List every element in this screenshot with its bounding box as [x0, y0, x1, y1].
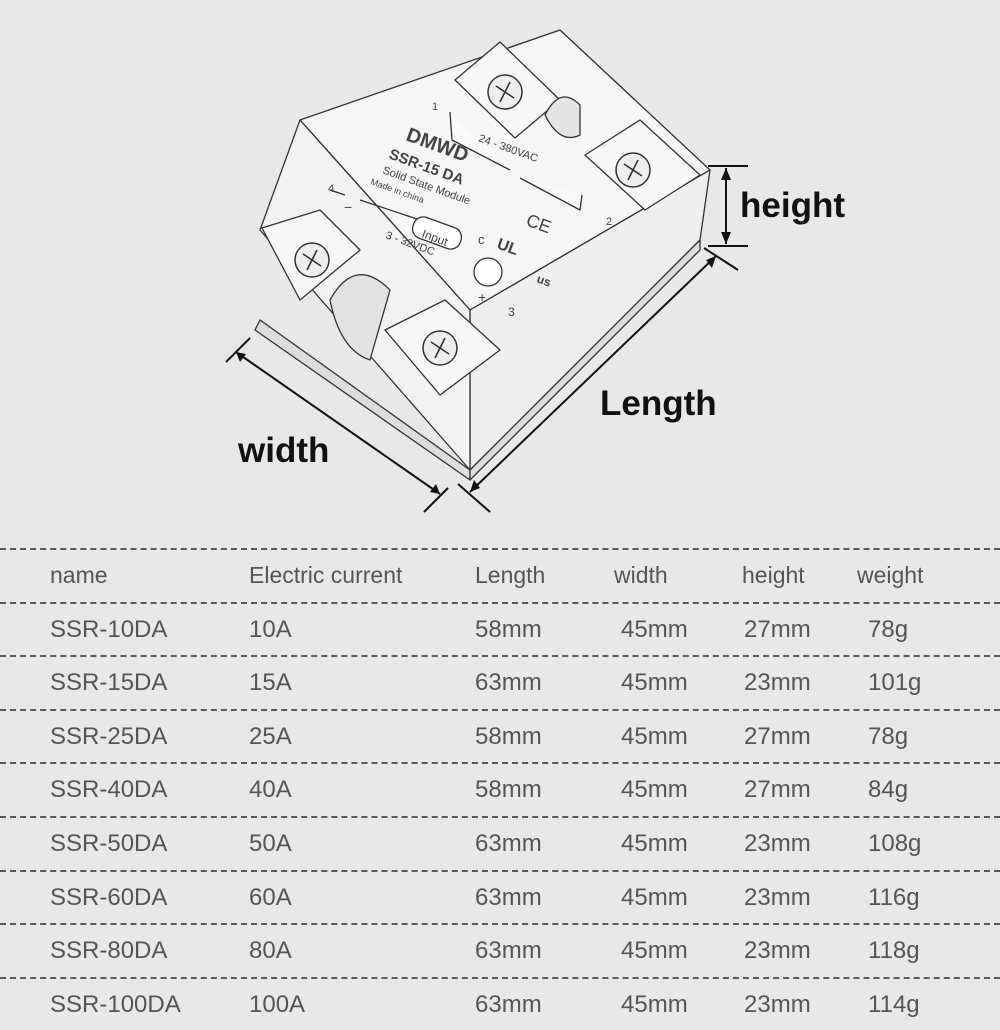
table-row: SSR-100DA 100A 63mm 45mm 23mm 114g: [0, 976, 1000, 1030]
cell-width: 45mm: [621, 829, 688, 857]
cell-height: 23mm: [744, 990, 811, 1018]
cell-name: SSR-15DA: [50, 669, 168, 697]
terminal-1-label: 1: [432, 101, 438, 113]
cell-height: 23mm: [744, 937, 811, 965]
cell-name: SSR-100DA: [50, 990, 181, 1018]
table-row: SSR-15DA 15A 63mm 45mm 23mm 101g: [0, 655, 1000, 709]
cell-width: 45mm: [621, 990, 688, 1018]
cell-length: 63mm: [475, 669, 542, 697]
terminal-4-label: 4: [328, 183, 334, 195]
cell-current: 80A: [249, 937, 292, 965]
cell-current: 60A: [249, 883, 292, 911]
cell-weight: 116g: [868, 883, 920, 911]
cell-current: 15A: [249, 669, 292, 697]
length-dimension-line: [469, 255, 717, 493]
cell-name: SSR-50DA: [50, 829, 168, 857]
cell-width: 45mm: [621, 722, 688, 750]
header-current: Electric current: [249, 562, 403, 588]
width-dimension-line: [235, 351, 441, 495]
terminal-3-label: 3: [508, 305, 515, 319]
cell-weight: 108g: [868, 829, 922, 857]
cell-length: 63mm: [475, 937, 542, 965]
cell-name: SSR-60DA: [50, 883, 168, 911]
cell-current: 10A: [249, 615, 292, 643]
cell-width: 45mm: [621, 615, 688, 643]
cell-weight: 118g: [868, 937, 920, 965]
table-row: SSR-50DA 50A 63mm 45mm 23mm 108g: [0, 815, 1000, 870]
length-label: Length: [600, 384, 717, 423]
cell-length: 58mm: [475, 722, 542, 750]
cell-height: 27mm: [744, 615, 811, 643]
cell-length: 63mm: [475, 990, 542, 1018]
cell-width: 45mm: [621, 883, 688, 911]
cell-weight: 84g: [868, 776, 909, 804]
table-header-row: name Electric current Length width height wei…: [0, 548, 1000, 602]
spec-table: name Electric current Length width height wei…: [0, 548, 1000, 1030]
table-row: SSR-40DA 40A 58mm 45mm 27mm 84g: [0, 762, 1000, 816]
cell-height: 23mm: [744, 883, 811, 911]
height-label: height: [740, 186, 845, 225]
cell-weight: 101g: [868, 669, 922, 697]
cell-width: 45mm: [621, 776, 688, 804]
plus-sign: +: [478, 289, 486, 305]
cell-height: 23mm: [744, 829, 811, 857]
ul-suffix: us: [535, 272, 553, 290]
table-row: SSR-10DA 10A 58mm 45mm 27mm 78g: [0, 601, 1000, 656]
table-row: SSR-80DA 80A 63mm 45mm 23mm 118g: [0, 923, 1000, 977]
cell-name: SSR-10DA: [50, 615, 168, 643]
ul-mark: UL: [495, 236, 521, 259]
ul-prefix: c: [478, 232, 485, 247]
cell-name: SSR-40DA: [50, 776, 168, 804]
cell-current: 100A: [249, 990, 306, 1018]
cell-name: SSR-25DA: [50, 722, 168, 750]
terminal-2-label: 2: [606, 216, 612, 228]
header-weight: weight: [857, 562, 924, 588]
minus-sign: −: [344, 199, 352, 215]
cell-current: 25A: [249, 722, 292, 750]
cell-name: SSR-80DA: [50, 937, 168, 965]
table-row: SSR-60DA 60A 63mm 45mm 23mm 116g: [0, 869, 1000, 924]
product-figure: DMWD SSR-15 DA Solid State Module Made i…: [225, 29, 845, 513]
cell-height: 27mm: [744, 722, 811, 750]
header-height: height: [742, 562, 805, 588]
table-row: SSR-25DA 25A 58mm 45mm 27mm 78g: [0, 708, 1000, 763]
cell-height: 23mm: [744, 669, 811, 697]
cell-height: 27mm: [744, 776, 811, 804]
relay-illustration: DMWD SSR-15 DA Solid State Module Made i…: [225, 29, 748, 513]
cell-width: 45mm: [621, 669, 688, 697]
cell-width: 45mm: [621, 937, 688, 965]
cell-current: 50A: [249, 829, 292, 857]
cell-length: 58mm: [475, 615, 542, 643]
cell-length: 63mm: [475, 829, 542, 857]
cell-weight: 78g: [868, 722, 909, 750]
header-width: width: [614, 562, 668, 588]
cell-weight: 78g: [868, 615, 909, 643]
cell-length: 63mm: [475, 883, 542, 911]
cell-weight: 114g: [868, 990, 920, 1018]
cell-length: 58mm: [475, 776, 542, 804]
header-name: name: [50, 562, 108, 588]
header-length: Length: [475, 562, 546, 588]
cell-current: 40A: [249, 776, 292, 804]
width-label: width: [238, 431, 330, 470]
